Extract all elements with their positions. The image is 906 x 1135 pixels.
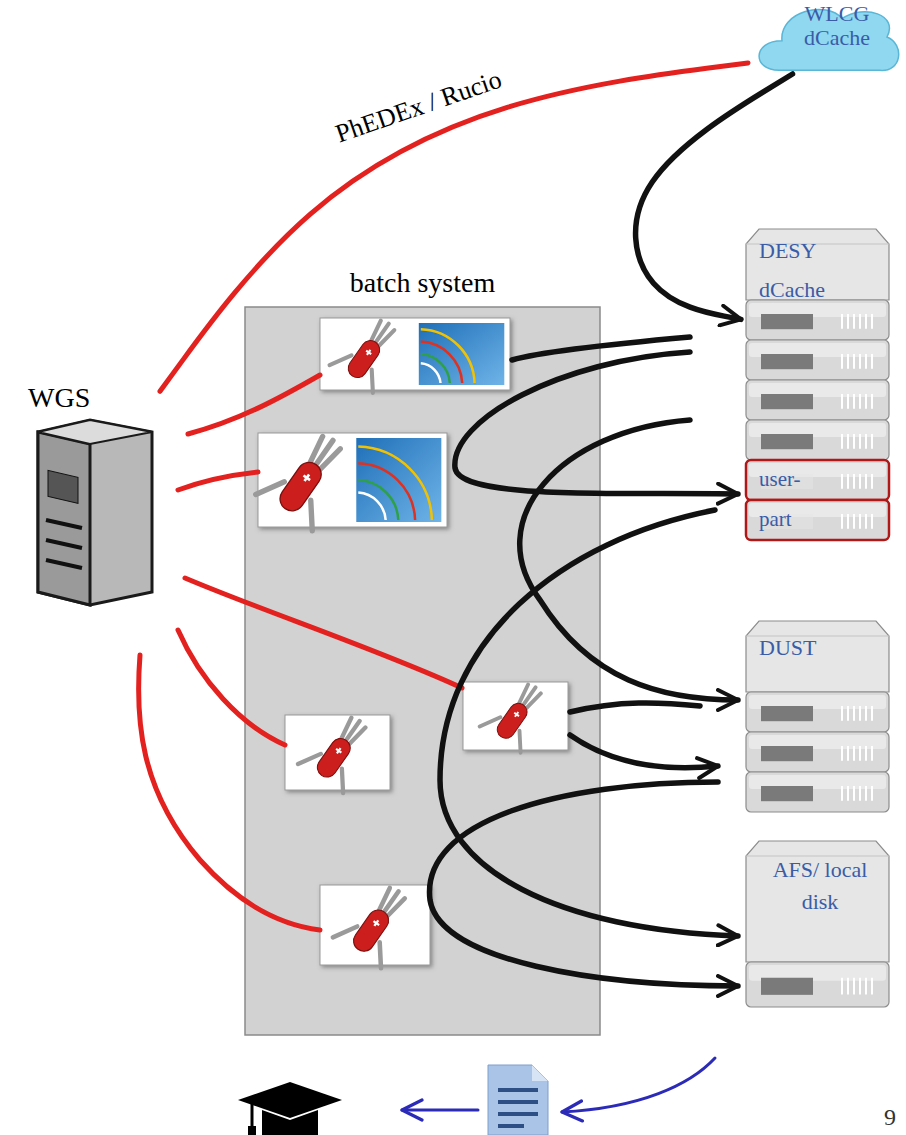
node-label: batch system bbox=[245, 265, 600, 301]
node-label: DESY dCache bbox=[759, 232, 849, 309]
document-icon bbox=[488, 1065, 548, 1135]
job-icon bbox=[320, 876, 430, 971]
data-flow-arrows bbox=[429, 337, 738, 986]
blue-arrows bbox=[402, 1058, 715, 1112]
job-icon bbox=[320, 310, 510, 395]
node-label: WGS bbox=[28, 380, 90, 416]
graduation-cap bbox=[238, 1082, 342, 1135]
node-label: DUST bbox=[759, 634, 816, 663]
page-number: 9 bbox=[884, 1104, 896, 1131]
job-icon bbox=[463, 674, 568, 754]
stack-node: user- part DESY dCache bbox=[745, 228, 890, 543]
batch-system-box: batch system bbox=[245, 265, 606, 1035]
connector bbox=[160, 63, 748, 391]
edge-label: PhEDEx / Rucio bbox=[332, 65, 506, 150]
cloud-node: WLCG dCache bbox=[752, 0, 902, 74]
stack-node: AFS/ local disk bbox=[745, 840, 890, 1010]
server-node: WGS bbox=[20, 380, 160, 605]
job-icon bbox=[256, 422, 447, 533]
job-icon bbox=[285, 706, 390, 795]
node-label: WLCG dCache bbox=[797, 2, 877, 50]
node-label: user- part bbox=[759, 460, 821, 540]
stack-node: user- part bbox=[745, 460, 890, 542]
stack-node: DUST bbox=[745, 620, 890, 812]
submit-lines bbox=[139, 375, 462, 930]
job-icons bbox=[256, 310, 568, 971]
node-label: AFS/ local disk bbox=[759, 854, 881, 918]
server-shape bbox=[20, 380, 160, 605]
